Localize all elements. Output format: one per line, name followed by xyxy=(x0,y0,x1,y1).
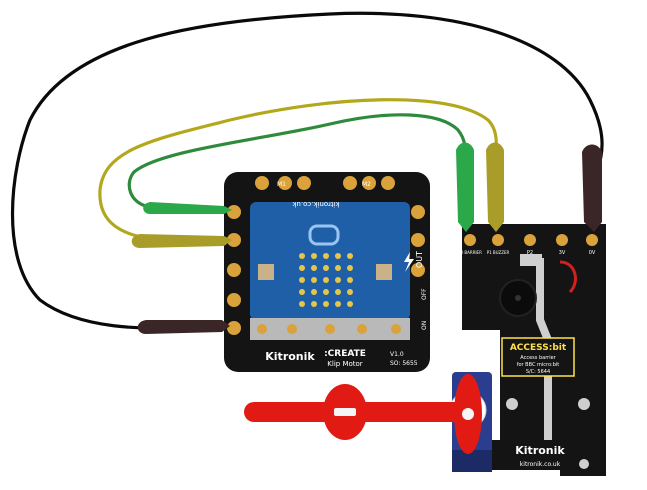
led-matrix xyxy=(299,253,353,307)
svg-text:ACCESS:bit: ACCESS:bit xyxy=(510,343,567,353)
klip-out-label: OUT xyxy=(415,251,424,268)
klip-right-pads xyxy=(411,205,425,277)
svg-text:S/C: 5644: S/C: 5644 xyxy=(526,369,550,375)
klip-off-label: OFF xyxy=(421,288,428,300)
svg-text:Access barrier: Access barrier xyxy=(520,355,556,361)
klip-url: kitronik.co.uk xyxy=(291,200,339,208)
croc-clip-green-left[interactable] xyxy=(143,202,232,214)
croc-clip-black-top[interactable] xyxy=(582,144,602,233)
klip-subtitle: Klip Motor xyxy=(327,360,362,368)
croc-clip-green-top[interactable] xyxy=(456,142,474,233)
klip-top-pads xyxy=(255,176,395,190)
yellow-wire[interactable] xyxy=(98,98,498,242)
access-bit-board: P0 BARRIER P1 BUZZER P2 3V 0V ACCESS:bit… xyxy=(458,224,606,476)
croc-clip-black-left[interactable] xyxy=(137,320,230,334)
klip-on-label: ON xyxy=(421,321,428,330)
croc-clip-yellow-top[interactable] xyxy=(486,142,504,233)
pad-label-p2: P2 xyxy=(527,250,533,256)
servo-barrier-arm[interactable] xyxy=(244,374,482,454)
pad-label-3v: 3V xyxy=(559,250,566,256)
klip-brand: Kitronik xyxy=(265,350,315,363)
klip-version: V1.0 xyxy=(390,351,404,358)
access-brand: Kitronik xyxy=(515,444,565,457)
croc-clip-yellow-left[interactable] xyxy=(131,234,232,248)
pad-label-p0: P0 BARRIER xyxy=(458,250,482,255)
access-pads xyxy=(464,234,598,246)
pad-label-0v: 0V xyxy=(589,250,596,256)
green-wire[interactable] xyxy=(127,113,467,209)
klip-m1-label: M1 xyxy=(277,181,286,188)
klip-left-pads xyxy=(227,205,241,335)
klip-create-title: :CREATE xyxy=(324,349,366,359)
klip-motor-board: kitronik.co.uk Kitronik :CREATE Klip Mot… xyxy=(224,172,430,372)
lightning-icon xyxy=(404,252,414,272)
klip-sku: SO: 5655 xyxy=(390,360,418,367)
microbit xyxy=(250,202,410,320)
svg-text:for BBC micro:bit: for BBC micro:bit xyxy=(517,362,560,368)
access-url: kitronik.co.uk xyxy=(520,461,561,468)
pad-label-p1: P1 BUZZER xyxy=(487,250,510,255)
black-wire[interactable] xyxy=(10,11,604,330)
access-label: ACCESS:bit Access barrier for BBC micro:… xyxy=(501,337,575,377)
klip-m2-label: M2 xyxy=(362,181,371,188)
